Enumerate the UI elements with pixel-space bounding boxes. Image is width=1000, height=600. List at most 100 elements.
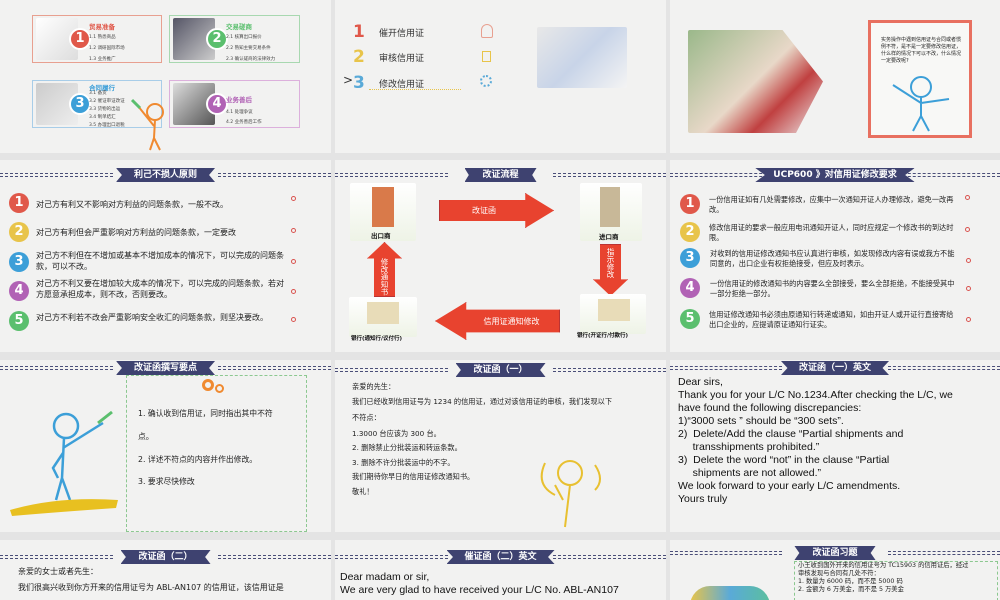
- slide-1-contents[interactable]: 1 贸易准备 1.1 熟悉商品 1.2 调研国际市场 1.3 业务推广 2 交易…: [0, 0, 331, 153]
- letter-line: Dear sirs,: [678, 376, 723, 388]
- letter-line: Dear madam or sir,: [340, 571, 430, 583]
- number-badge: 4: [9, 281, 29, 301]
- number-badge: 1: [69, 28, 91, 50]
- bullet-dot: [965, 195, 970, 200]
- illustration: [690, 586, 770, 600]
- bullet-dot: [965, 227, 970, 232]
- arrow-right: 改证函: [439, 193, 554, 228]
- slide-5-flow[interactable]: 改证流程 出口商 进口商 改证函 指示修改 信用证通知修改 修改通知书 银行(通…: [335, 160, 666, 352]
- point-line: 3. 要求尽快修改: [138, 477, 195, 486]
- slide-9-letter-one-english[interactable]: 改证函（一）英文 Dear sirs, Thank you for your L…: [670, 360, 1000, 532]
- arrow-label: 改证函: [472, 206, 496, 215]
- slide-title: 改证函（一）英文: [780, 361, 890, 375]
- bullet-dot: [966, 317, 971, 322]
- slide-4-principles[interactable]: 利己不损人原则 1 2 3 4 5 对己方有利又不影响对方利益的问题条款，一般不…: [0, 160, 331, 352]
- section-item: 3.5 办理出口退税: [89, 123, 125, 128]
- advising-bank-icon: [349, 297, 417, 337]
- slide-title: 改证流程: [464, 168, 537, 182]
- slide-11-letter-two-english[interactable]: 催证函（二）英文 Dear madam or sir, We are very …: [335, 540, 666, 600]
- rule-item: 一份信用证如有几处需要修改，应集中一次通知开证人办理修改，避免一改再改。: [709, 195, 954, 214]
- bullet-dot: [291, 289, 296, 294]
- letter-line: 亲爱的女士或者先生：: [18, 567, 98, 576]
- slide-10-letter-two[interactable]: 改证函（二） 亲爱的女士或者先生： 我们很高兴收到你方开来的信用证号为 ABL-…: [0, 540, 331, 600]
- exercise-line: 小王收到国外开来的信用证号为 TC15903 的信用证后，经过: [798, 562, 969, 569]
- rule-item: 一份信用证的修改通知书的内容要么全部接受，要么全部拒绝，不能接受其中一部分拒绝一…: [710, 279, 955, 298]
- title-banner: 改证函撰写要点: [0, 361, 331, 375]
- question-note: 实务操作中遇到信用证与合同或者惯例不符，是不是一定要修改信用证，什么样的情况下可…: [868, 20, 972, 138]
- principle-item: 对己方不利若不改会严重影响安全收汇的问题条款，则坚决要改。: [36, 313, 268, 322]
- letter-line: 我们很高兴收到你方开来的信用证号为 ABL-AN107 的信用证，该信用证是: [18, 583, 284, 592]
- arrow-down: 指示修改: [593, 244, 628, 296]
- arrow-label: 指示修改: [606, 248, 615, 278]
- section-box-2: 2 交易磋商 2.1 核算出口报价 2.2 熟知主要交易条件 2.3 确认磋商的…: [169, 15, 300, 63]
- lamp-icon: [481, 24, 493, 38]
- letter-line: 2. 删除禁止分批装运和转运条款。: [352, 443, 462, 452]
- section-title: 交易磋商: [226, 23, 252, 31]
- slide-7-key-points[interactable]: 改证函撰写要点 1. 确认收到信用证，同时指出其中不符 点。 2. 详述不符点的…: [0, 360, 331, 532]
- meeting-photo: [537, 27, 627, 88]
- number-badge: 3: [69, 93, 91, 115]
- slide-3-question[interactable]: 实务操作中遇到信用证与合同或者惯例不符，是不是一定要修改信用证，什么样的情况下可…: [670, 0, 1000, 153]
- slide-12-exercise[interactable]: 改证函习题 小王收到国外开来的信用证号为 TC15903 的信用证后，经过 审核…: [670, 540, 1000, 600]
- stick-figure-icon: [10, 410, 118, 516]
- exporter-label: 出口商: [371, 232, 391, 240]
- gear-icon: [480, 75, 492, 87]
- letter-line: We look forward to your early L/C amendm…: [678, 480, 901, 492]
- section-item: 1.3 业务推广: [89, 57, 116, 62]
- slide-2-outline[interactable]: > 1 2 3 催开信用证 审核信用证 修改信用证: [335, 0, 666, 153]
- bullet-dot: [291, 196, 296, 201]
- title-banner: 改证函（一）英文: [670, 361, 1000, 375]
- point-line: 点。: [138, 432, 154, 441]
- title-banner: 改证函习题: [670, 546, 1000, 560]
- slide-title: 改证函习题: [794, 546, 876, 560]
- arrow-label: 修改通知书: [380, 257, 389, 296]
- principle-item: 对己方有利又不影响对方利益的问题条款，一般不改。: [36, 200, 228, 209]
- bullet-dot: [291, 228, 296, 233]
- bullet-dot: [966, 286, 971, 291]
- section-title: 业务善后: [226, 96, 252, 104]
- letter-line: Thank you for your L/C No.1234.After che…: [678, 389, 953, 401]
- slide-title: 催证函（二）英文: [446, 550, 555, 564]
- section-box-1: 1 贸易准备 1.1 熟悉商品 1.2 调研国际市场 1.3 业务推广: [32, 15, 162, 63]
- slide-title: 改证函（一）: [455, 363, 546, 377]
- letter-line: 敬礼！: [352, 487, 374, 496]
- section-item: 4.2 业务善后工作: [226, 120, 262, 125]
- section-item: 3.3 货物的出运: [89, 107, 121, 112]
- section-item: 2.1 核算出口报价: [226, 35, 262, 40]
- slide-8-letter-one[interactable]: 改证函（一） 亲爱的先生： 我们已经收到信用证号为 1234 的信用证，通过对该…: [335, 360, 666, 532]
- bullet-dot: [291, 259, 296, 264]
- letter-line: 1)“3000 sets ” should be “300 sets”.: [678, 415, 844, 427]
- letter-line: 1.3000 台应该为 300 台。: [352, 429, 441, 438]
- stick-figure-icon: [130, 98, 164, 151]
- slide-title: 改证函（二）: [120, 550, 211, 564]
- number-badge: 2: [9, 222, 29, 242]
- section-item: 3.1 备货: [89, 91, 107, 96]
- letter-line: have found the following discrepancies:: [678, 402, 862, 414]
- stick-figure-icon: [892, 76, 950, 132]
- issuing-bank-icon: [580, 294, 646, 334]
- section-item: 1.1 熟悉商品: [89, 35, 116, 40]
- outline-item[interactable]: 催开信用证: [379, 29, 425, 39]
- exercise-line: 1. 数量为 6000 码，而不是 5000 码: [798, 578, 903, 585]
- title-banner: 改证流程: [335, 168, 666, 182]
- dotted-underline: [369, 89, 461, 90]
- letter-line: 我们已经收到信用证号为 1234 的信用证，通过对该信用证的审核，我们发现以下: [352, 397, 613, 406]
- arrow-left: 信用证通知修改: [435, 302, 560, 340]
- slide-title: 改证函撰写要点: [115, 361, 216, 375]
- outline-item[interactable]: 修改信用证: [379, 80, 425, 90]
- title-banner: 催证函（二）英文: [335, 550, 666, 564]
- slide-6-ucp600[interactable]: UCP600 》对信用证修改要求 1 2 3 4 5 一份信用证如有几处需要修改…: [670, 160, 1000, 352]
- exercise-box: [794, 561, 998, 600]
- letter-line: 我们期待你早日的信用证修改通知书。: [352, 472, 475, 481]
- letter-line: 2) Delete/Add the clause “Partial shipme…: [678, 428, 904, 440]
- section-item: 4.1 处理争议: [226, 110, 253, 115]
- gears-icon: [202, 379, 214, 391]
- outline-number: 3: [353, 73, 365, 93]
- letter-line: transshipments prohibited.”: [678, 441, 820, 453]
- outline-number: 1: [353, 22, 365, 42]
- section-title: 贸易准备: [89, 23, 115, 31]
- title-banner: 利己不损人原则: [0, 168, 331, 182]
- outline-item[interactable]: 审核信用证: [379, 54, 425, 64]
- section-item: 2.2 熟知主要交易条件: [226, 46, 271, 51]
- exercise-line: 审核发现与合同有几处不符：: [798, 570, 880, 577]
